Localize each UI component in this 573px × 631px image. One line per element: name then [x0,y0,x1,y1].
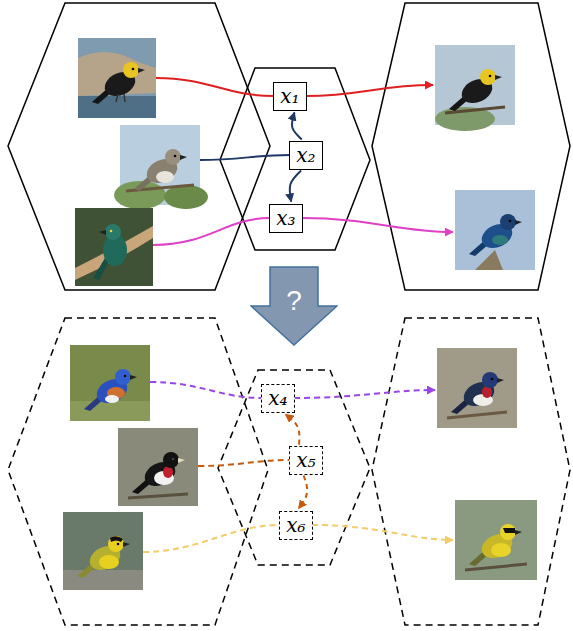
latent-box: x₄ [261,384,295,413]
mapping-arrow [306,85,433,96]
output-hexagon [372,3,570,290]
latent-box: x₆ [279,511,313,540]
variable-label: x₆ [286,514,305,537]
mapping-line [156,78,274,96]
latent-box: x₂ [289,141,323,170]
mapping-line [143,525,280,552]
relation-arrow [299,475,308,508]
output-hexagon [372,318,570,625]
variable-label: x₂ [296,144,315,167]
latent-box: x₅ [289,446,323,475]
mapping-line [198,460,290,466]
mapping-line [150,382,262,398]
bird-photo [437,348,517,428]
bird-photo [78,38,156,118]
mapping-arrow [302,218,453,232]
mapping-line [200,155,290,160]
bird-photo [70,345,150,421]
bird-photo [114,125,208,209]
bird-photo [435,45,515,131]
bird-photo [63,512,143,590]
latent-hexagon [218,370,370,565]
bird-photo [75,208,153,286]
latent-box: x₁ [273,82,307,111]
mapping-arrow [312,525,453,540]
bird-photo [118,428,198,506]
relation-arrow [285,414,299,444]
bird-photo [455,190,535,270]
source-hexagon [8,3,270,290]
relation-arrow [290,170,301,201]
arrow-shape [251,267,337,345]
variable-label: x₁ [280,85,299,108]
variable-label: x₃ [276,207,295,230]
relation-arrow [292,112,302,139]
mapping-line [153,218,270,245]
source-hexagon [8,318,268,625]
latent-box: x₃ [269,204,303,233]
mapping-arrow [294,390,435,398]
question-mark: ? [250,286,338,317]
variable-label: x₅ [296,449,315,472]
transfer-arrow: ? [250,266,338,346]
variable-label: x₄ [268,387,287,410]
bird-photo [455,500,537,580]
